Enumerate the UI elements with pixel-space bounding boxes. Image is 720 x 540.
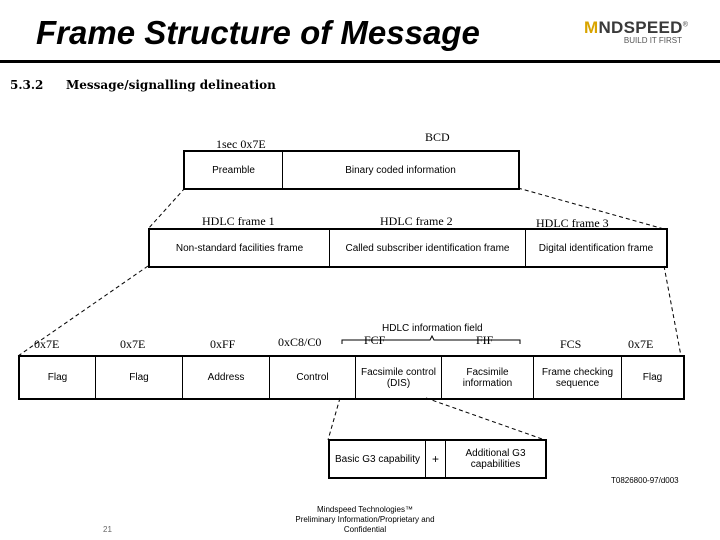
page-number: 21 [103, 525, 112, 534]
fif-label: FIF [476, 333, 494, 347]
control-value: 0xC8/C0 [278, 335, 322, 349]
level4-frame: Basic G3 capability + Additional G3 capa… [328, 439, 547, 479]
page-title: Frame Structure of Message [36, 14, 480, 51]
level2-frame: Non-standard facilities frame Called sub… [148, 228, 668, 268]
mindspeed-logo: MNDSPEED® BUILD IT FIRST [584, 18, 689, 45]
footer-line-3: Confidential [343, 525, 387, 534]
level1-frame: Preamble Binary coded information [183, 150, 520, 190]
hdlc-frame-2-label: HDLC frame 2 [380, 214, 453, 228]
logo-text: NDSPEED [598, 18, 683, 37]
fcs-label: FCS [560, 337, 582, 351]
level1-label-left: 1sec 0x7E [216, 137, 266, 151]
preamble-cell: Preamble [185, 152, 283, 188]
fcs-cell: Frame checking sequence [534, 357, 622, 398]
hdlc-info-field-label: HDLC information field [382, 323, 483, 334]
flag-1-value: 0x7E [34, 337, 60, 351]
footer-text: Mindspeed Technologies™ Preliminary Info… [270, 505, 460, 535]
basic-g3-cell: Basic G3 capability [330, 441, 426, 477]
level1-label-right: BCD [425, 130, 450, 144]
footer-line-1: Mindspeed Technologies™ [317, 505, 413, 514]
bci-cell: Binary coded information [345, 164, 456, 176]
csi-cell: Called subscriber identification frame [330, 230, 526, 266]
footer-line-2: Preliminary Information/Proprietary and [295, 515, 435, 524]
fif-cell: Facsimile information [442, 357, 534, 398]
logo-wordmark: MNDSPEED® [584, 18, 689, 37]
nsf-cell: Non-standard facilities frame [150, 230, 330, 266]
section-number: 5.3.2 [10, 78, 44, 92]
section-title: Message/signalling delineation [66, 78, 276, 92]
title-divider [0, 60, 720, 63]
fcf-label: FCF [364, 333, 386, 347]
dis-cell: Digital identification frame [538, 242, 654, 254]
address-value: 0xFF [210, 337, 236, 351]
flag-3-value: 0x7E [628, 337, 654, 351]
address-cell: Address [183, 357, 270, 398]
logo-tagline: BUILD IT FIRST [623, 36, 682, 45]
additional-g3-cell: Additional G3 capabilities [465, 448, 526, 470]
flag-2-value: 0x7E [120, 337, 146, 351]
logo-initial: M [584, 18, 599, 37]
hdlc-frame-1-label: HDLC frame 1 [202, 214, 275, 228]
figure-reference: T0826800-97/d003 [611, 476, 679, 485]
flag-cell-1: Flag [20, 357, 96, 398]
control-cell: Control [270, 357, 356, 398]
hdlc-frame-3-label: HDLC frame 3 [536, 216, 609, 230]
flag-cell-2: Flag [96, 357, 183, 398]
level3-frame: Flag Flag Address Control Facsimile cont… [18, 355, 685, 400]
fcf-cell: Facsimile control (DIS) [356, 357, 442, 398]
plus-sign: + [426, 441, 446, 477]
flag-cell-3: Flag [642, 372, 663, 383]
